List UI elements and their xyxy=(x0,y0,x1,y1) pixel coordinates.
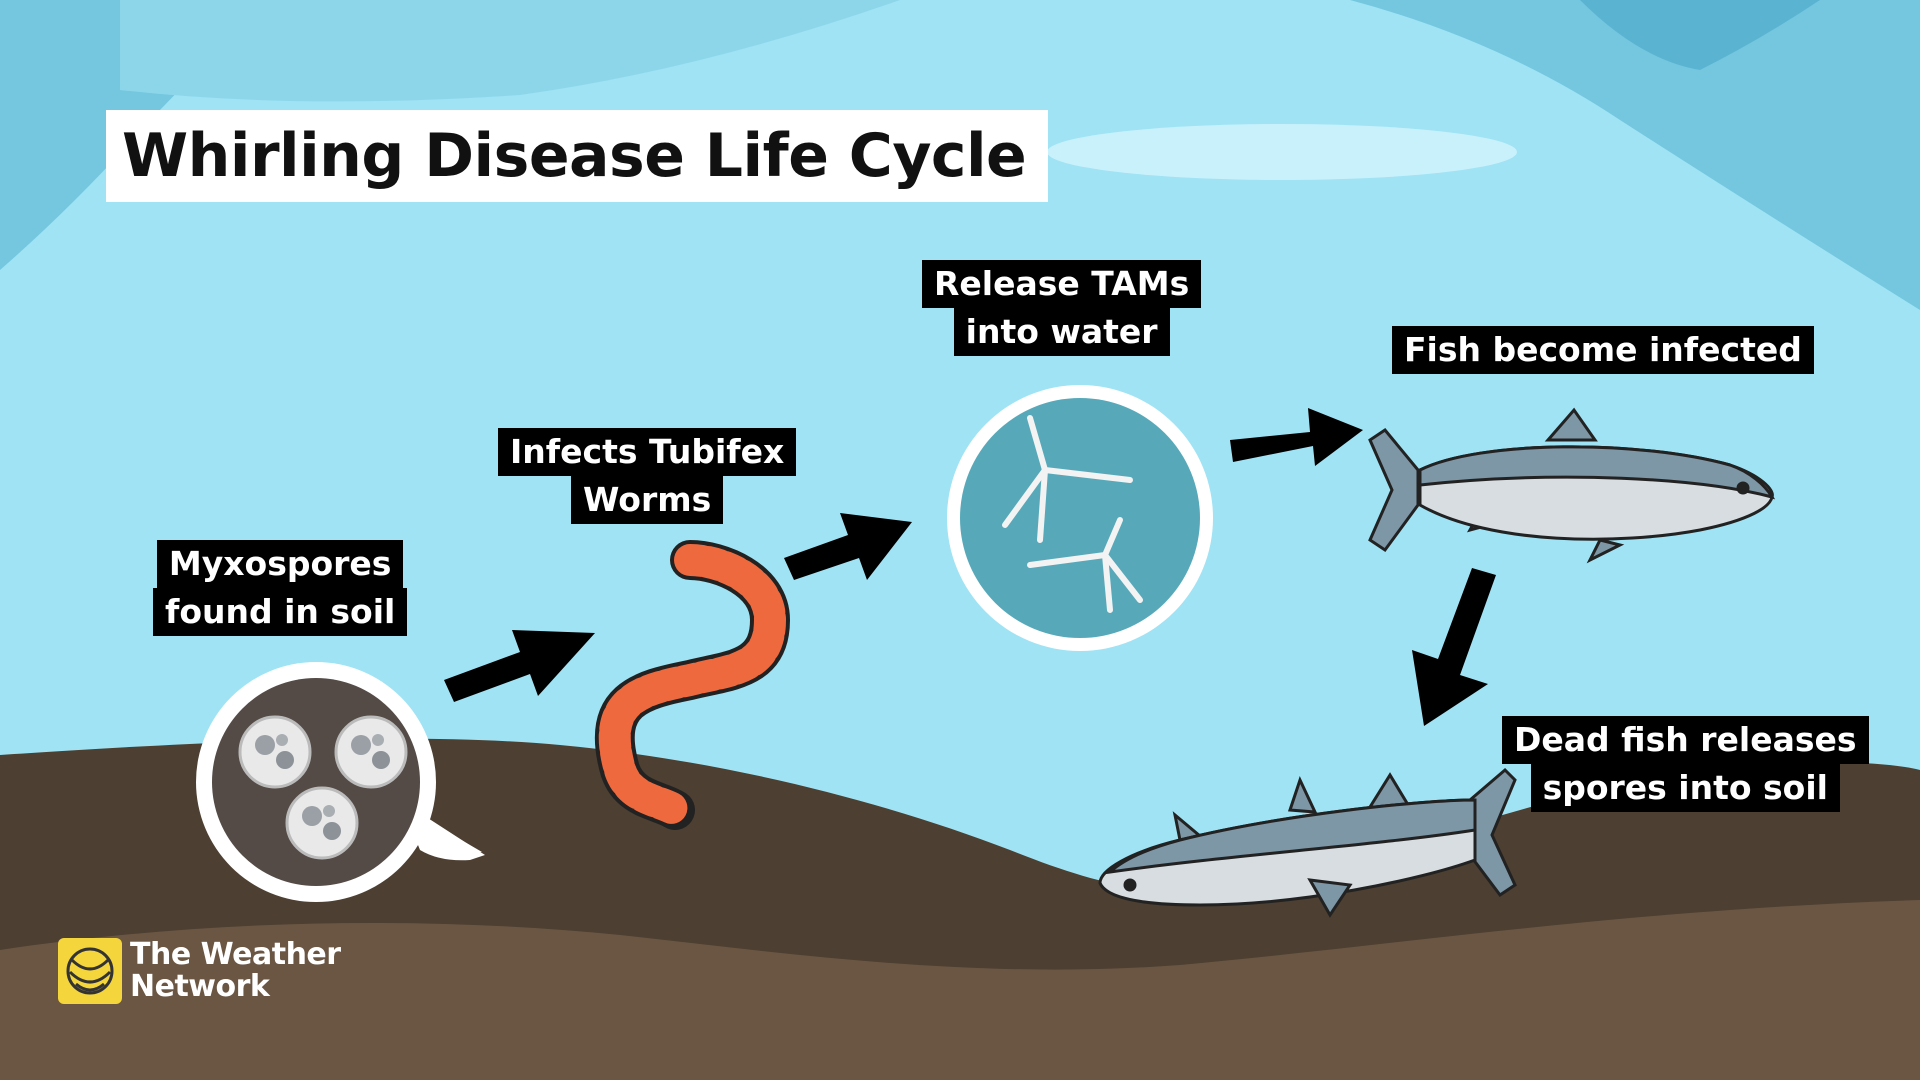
mountain-peak xyxy=(1580,0,1820,70)
step-label-line: Dead fish releases xyxy=(1502,716,1869,764)
infected-fish xyxy=(1368,407,1776,564)
step-myxospores-label: Myxospores found in soil xyxy=(153,540,408,636)
step-label-line: into water xyxy=(953,308,1170,356)
spore-2 xyxy=(334,715,408,789)
arrow-3 xyxy=(1230,408,1363,466)
mountain-top xyxy=(120,0,900,102)
dead-fish xyxy=(1098,767,1517,918)
tam-2 xyxy=(1027,517,1143,613)
soil-front xyxy=(0,900,1920,1080)
logo-text: The Weather Network xyxy=(130,939,341,1003)
spore-3 xyxy=(285,786,359,860)
step-tubifex-label: Infects Tubifex Worms xyxy=(498,428,797,524)
arrow-2 xyxy=(784,513,912,580)
step-label-line: spores into soil xyxy=(1530,764,1840,812)
logo-line-2: Network xyxy=(130,969,270,1004)
step-label-line: Release TAMs xyxy=(922,260,1202,308)
step-infected-label: Fish become infected xyxy=(1392,326,1814,374)
arrow-4 xyxy=(1412,568,1496,726)
step-label-line: Infects Tubifex xyxy=(498,428,797,476)
globe-icon xyxy=(58,938,122,1004)
title-box: Whirling Disease Life Cycle xyxy=(106,110,1048,202)
arrow-1 xyxy=(444,630,595,702)
spore-1 xyxy=(238,715,312,789)
step-label-line: Myxospores xyxy=(156,540,404,588)
tubifex-worm-body xyxy=(598,544,787,826)
weather-network-logo: The Weather Network xyxy=(58,938,341,1004)
step-label-line: Worms xyxy=(571,476,724,524)
mountain-right xyxy=(1350,0,1920,310)
tams-bubble-inner xyxy=(960,398,1200,638)
step-dead-fish-label: Dead fish releases spores into soil xyxy=(1502,716,1869,812)
tam-1 xyxy=(1002,415,1133,543)
logo-line-1: The Weather xyxy=(130,937,341,972)
step-tams-label: Release TAMs into water xyxy=(922,260,1202,356)
page-title: Whirling Disease Life Cycle xyxy=(122,121,1027,191)
cloud xyxy=(1047,124,1517,180)
step-label-line: Fish become infected xyxy=(1392,326,1814,374)
step-label-line: found in soil xyxy=(153,588,408,636)
